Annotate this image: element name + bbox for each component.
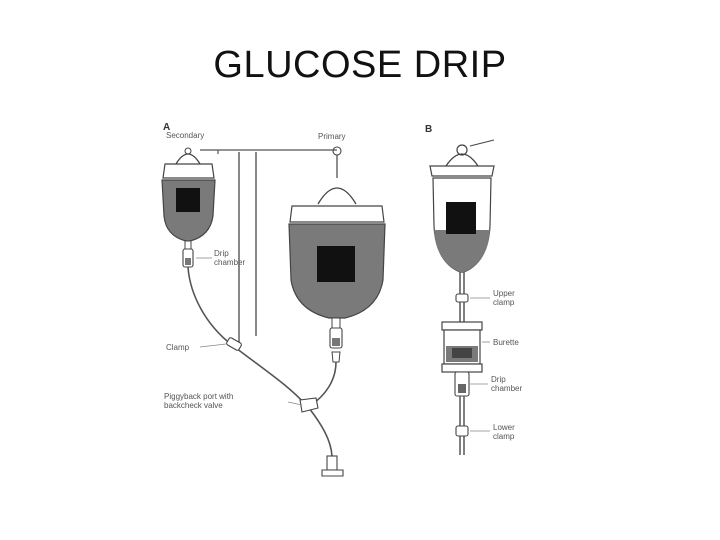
label-secondary: Secondary — [166, 131, 204, 140]
label-piggyback-2: backcheck valve — [164, 401, 223, 410]
secondary-bag — [161, 147, 216, 268]
panel-b: B — [425, 124, 522, 455]
leader-lines-b — [470, 297, 490, 432]
piggyback-port-icon — [299, 397, 319, 413]
label-upper-clamp-1: Upper — [493, 289, 515, 298]
label-clamp: Clamp — [166, 343, 190, 352]
label-piggyback-1: Piggyback port with — [164, 392, 233, 401]
burette-bottle — [429, 139, 495, 273]
label-lower-clamp-2: clamp — [493, 432, 515, 441]
slide-title: GLUCOSE DRIP — [213, 44, 507, 86]
label-drip-chamber-b-2: chamber — [491, 384, 522, 393]
connector-icon — [321, 455, 344, 477]
burette-assembly — [441, 272, 483, 455]
clamp-icon — [226, 337, 242, 351]
primary-bag — [288, 146, 386, 363]
panel-a: A — [161, 122, 386, 477]
label-drip-chamber-a-2: chamber — [214, 258, 245, 267]
panel-b-letter: B — [425, 124, 432, 135]
lower-clamp-icon — [455, 425, 469, 437]
iv-pole — [200, 149, 337, 342]
label-burette: Burette — [493, 338, 519, 347]
upper-clamp-icon — [455, 293, 469, 303]
label-primary: Primary — [318, 132, 346, 141]
label-drip-chamber-b-1: Drip — [491, 375, 506, 384]
label-drip-chamber-a-1: Drip — [214, 249, 229, 258]
label-lower-clamp-1: Lower — [493, 423, 515, 432]
label-upper-clamp-2: clamp — [493, 298, 515, 307]
panel-a-letter: A — [163, 122, 170, 133]
leader-lines-a — [196, 257, 303, 406]
